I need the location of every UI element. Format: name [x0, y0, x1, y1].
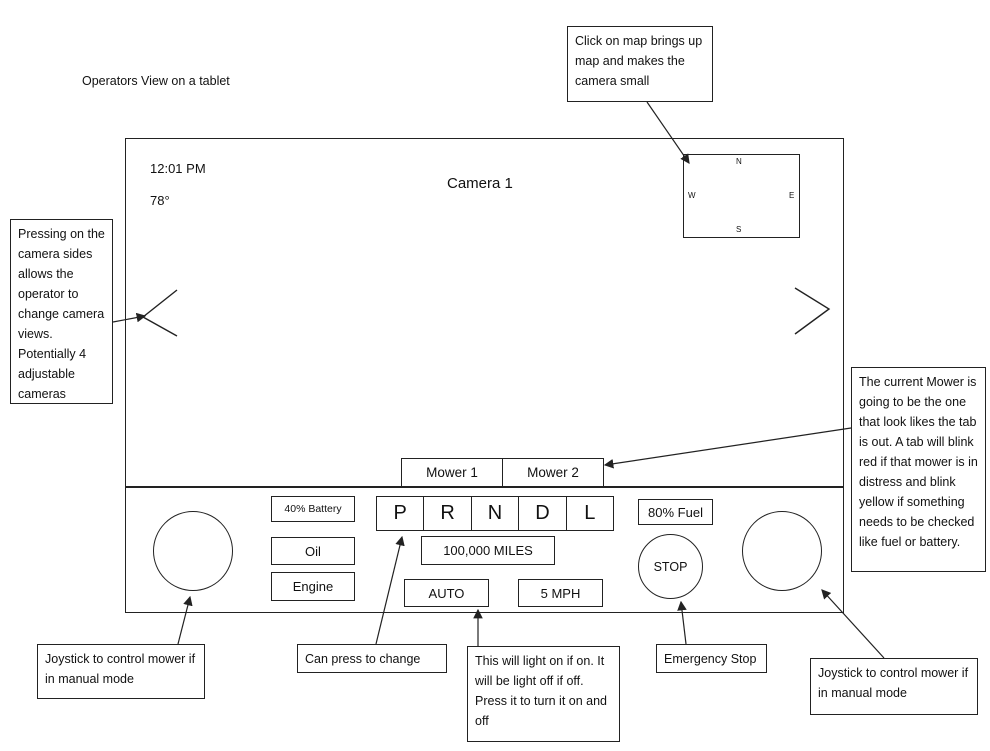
emergency-stop-annotation: Emergency Stop — [656, 644, 767, 673]
mower-tab-annotation: The current Mower is going to be the one… — [851, 367, 986, 572]
right-joystick-annotation: Joystick to control mower if in manual m… — [810, 658, 978, 715]
auto-annotation: This will light on if on. It will be lig… — [467, 646, 620, 742]
mini-map[interactable]: N S E W — [683, 154, 800, 238]
fuel-indicator: 80% Fuel — [638, 499, 713, 525]
gear-p-button[interactable]: P — [393, 502, 407, 524]
camera-label: Camera 1 — [447, 175, 513, 192]
camera-view[interactable] — [125, 138, 844, 488]
tab-mower-1[interactable]: Mower 1 — [426, 465, 478, 480]
page-title: Operators View on a tablet — [82, 74, 230, 88]
tab-mower-2[interactable]: Mower 2 — [502, 459, 603, 486]
map-annotation: Click on map brings up map and makes the… — [567, 26, 713, 102]
engine-indicator: Engine — [271, 572, 355, 601]
control-panel — [125, 486, 844, 613]
gear-selector: P R N D L — [376, 496, 614, 531]
temperature-display: 78° — [150, 193, 170, 208]
gear-d-button[interactable]: D — [518, 497, 565, 530]
camera-sides-annotation: Pressing on the camera sides allows the … — [10, 219, 113, 404]
map-north-label: N — [736, 157, 742, 166]
map-west-label: W — [688, 191, 696, 200]
speed-display: 5 MPH — [518, 579, 603, 607]
left-joystick-annotation: Joystick to control mower if in manual m… — [37, 644, 205, 699]
right-joystick[interactable] — [742, 511, 822, 591]
clock-display: 12:01 PM — [150, 161, 206, 176]
map-east-label: E — [789, 191, 795, 200]
gear-n-button[interactable]: N — [470, 497, 518, 530]
map-south-label: S — [736, 225, 742, 234]
battery-indicator: 40% Battery — [271, 496, 355, 522]
emergency-stop-button[interactable]: STOP — [638, 534, 703, 599]
left-joystick[interactable] — [153, 511, 233, 591]
gear-l-button[interactable]: L — [565, 497, 613, 530]
gear-r-button[interactable]: R — [423, 497, 470, 530]
mower-tabs: Mower 1 Mower 2 — [401, 458, 604, 487]
odometer-display: 100,000 MILES — [421, 536, 555, 565]
gear-annotation: Can press to change — [297, 644, 447, 673]
auto-mode-button[interactable]: AUTO — [404, 579, 489, 607]
oil-indicator: Oil — [271, 537, 355, 565]
